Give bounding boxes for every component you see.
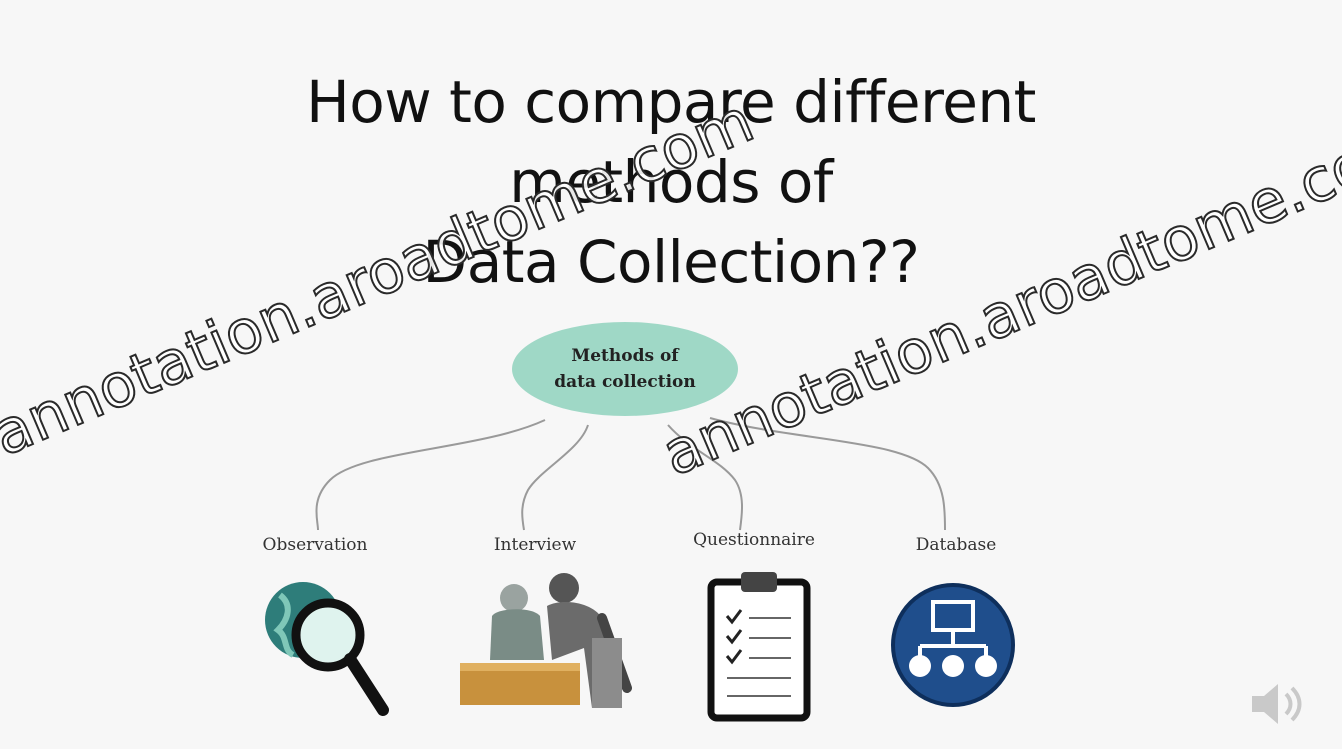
speaker-icon[interactable] xyxy=(1246,676,1310,732)
title-line-2: methods of xyxy=(509,148,833,216)
root-node-line-2: data collection xyxy=(554,372,696,392)
magnifier-globe-icon xyxy=(265,582,389,716)
title-line-1: How to compare different xyxy=(306,68,1036,136)
method-label-database: Database xyxy=(915,535,997,555)
title-line-3: Data Collection?? xyxy=(422,228,920,296)
method-label-observation: Observation xyxy=(262,535,368,555)
clipboard-icon xyxy=(707,572,811,722)
method-label-questionnaire: Questionnaire xyxy=(693,530,815,550)
interview-people-icon xyxy=(460,573,632,708)
method-label-interview: Interview xyxy=(493,535,577,555)
database-network-icon xyxy=(891,583,1015,707)
root-node-methods-of-data-collection: Methods of data collection xyxy=(512,322,738,416)
slide-title: How to compare different methods of Data… xyxy=(0,62,1342,302)
root-node-line-1: Methods of xyxy=(571,346,679,366)
